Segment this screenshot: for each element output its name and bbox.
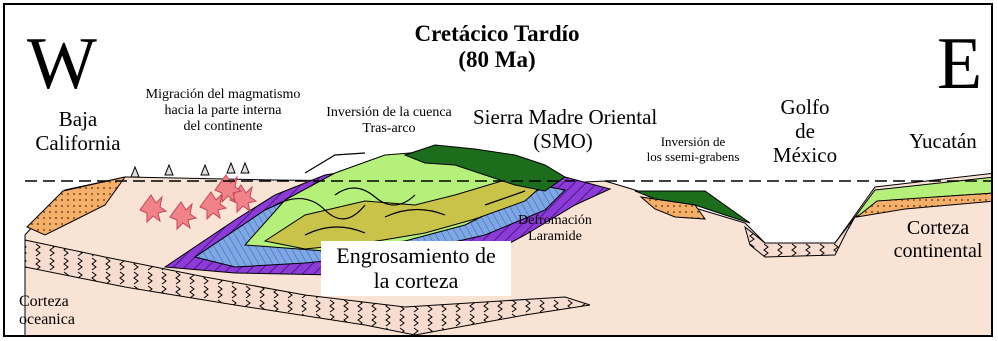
golfo-line-1: Golfo xyxy=(780,95,830,119)
gulf-oceanic-crust xyxy=(744,216,856,258)
title-line-2: (80 Ma) xyxy=(458,47,536,73)
baja-dotted-terrane xyxy=(26,176,127,236)
deformacion-note: Defromación Laramide xyxy=(510,213,600,245)
diagram-frame: W E Cretácico Tardío (80 Ma) Baja Califo… xyxy=(3,3,993,337)
inversion-grabens-line-2: los ssemi-grabens xyxy=(646,148,740,164)
corteza-oceanica-line-2: oceanica xyxy=(19,311,75,329)
yucatan-dotted xyxy=(855,192,991,218)
baja-line-1: Baja xyxy=(58,107,98,131)
inversion-cuenca-note: Inversión de la cuenca Tras-arco xyxy=(309,105,469,137)
deformacion-line-2: Laramide xyxy=(528,229,582,245)
migracion-line-3: del continente xyxy=(183,119,263,135)
corteza-continental-line-1: Corteza xyxy=(906,217,970,239)
migracion-line-1: Migración del magmatismo xyxy=(145,87,301,102)
golfo-label: Golfo de México xyxy=(765,95,845,167)
smo-line-2: (SMO) xyxy=(533,129,593,154)
east-label: E xyxy=(937,23,983,105)
west-label: W xyxy=(27,23,97,105)
inversion-cuenca-line-2: Tras-arco xyxy=(362,121,416,137)
dark-green-unit xyxy=(403,144,566,192)
migracion-note: Migración del magmatismo hacia la parte … xyxy=(133,87,313,135)
golfo-line-3: México xyxy=(772,143,838,168)
gulf-block-dotted xyxy=(639,196,707,220)
engrosamiento-line-2: la corteza xyxy=(373,268,459,294)
baja-line-2: California xyxy=(35,131,121,156)
golfo-line-2: de xyxy=(795,119,815,144)
corteza-oceanica-line-1: Corteza xyxy=(19,293,69,310)
corteza-oceanica-label: Corteza oceanica xyxy=(19,293,109,330)
cross-section xyxy=(24,144,991,335)
inversion-grabens-line-1: Inversión de xyxy=(660,134,726,149)
smo-line-1: Sierra Madre Oriental xyxy=(473,105,658,129)
corteza-continental-line-2: continental xyxy=(893,240,983,262)
deformacion-line-1: Defromación xyxy=(518,213,592,228)
engrosamiento-label: Engrosamiento de la corteza xyxy=(321,241,511,296)
fold-lines xyxy=(274,152,526,236)
inversion-grabens-note: Inversión de los ssemi-grabens xyxy=(633,134,753,165)
oceanic-slab xyxy=(24,239,591,335)
inversion-cuenca-line-1: Inversión de la cuenca xyxy=(326,105,452,120)
yucatan-label: Yucatán xyxy=(909,129,977,153)
engrosamiento-line-1: Engrosamiento de xyxy=(336,243,496,268)
title-line-1: Cretácico Tardío xyxy=(414,21,580,46)
corteza-continental-label: Corteza continental xyxy=(883,217,991,263)
volcano-symbols xyxy=(130,161,250,178)
migracion-line-2: hacia la parte interna xyxy=(164,103,282,119)
smo-label: Sierra Madre Oriental (SMO) xyxy=(473,105,658,154)
diagram-title: Cretácico Tardío (80 Ma) xyxy=(387,21,607,74)
baja-california-label: Baja California xyxy=(33,107,123,155)
